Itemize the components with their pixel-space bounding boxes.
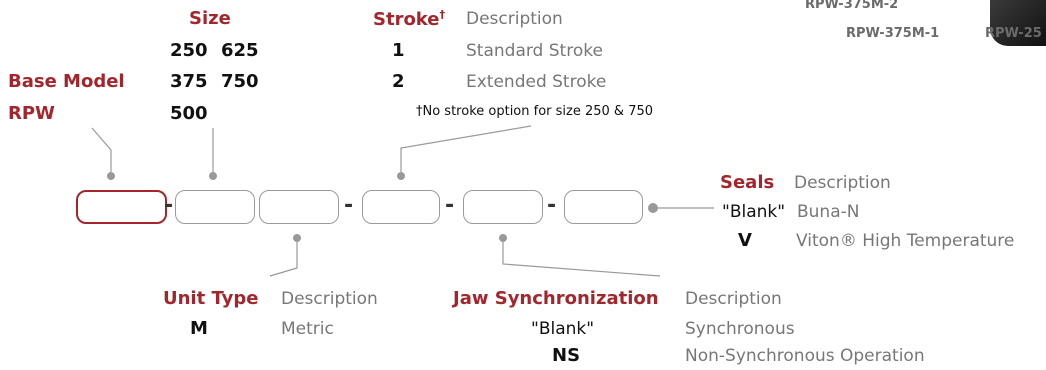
product-label-1: RPW-375M-2 <box>805 0 899 12</box>
jaw-sync-box <box>463 190 543 224</box>
separator: - <box>344 193 354 218</box>
unit-type-desc: Metric <box>281 319 334 339</box>
seals-desc: Buna-N <box>797 202 860 222</box>
seals-box <box>564 190 643 224</box>
separator: - <box>164 193 174 218</box>
size-box <box>175 190 255 224</box>
stroke-code: 2 <box>392 71 405 92</box>
jaw-sync-code: "Blank" <box>531 319 595 339</box>
size-title: Size <box>189 8 231 29</box>
stroke-desc: Standard Stroke <box>466 41 603 61</box>
jaw-sync-code: NS <box>552 345 581 366</box>
unit-type-title: Unit Type <box>163 288 259 309</box>
seals-desc: Viton® High Temperature <box>796 231 1015 251</box>
separator: - <box>547 193 557 218</box>
base-model-title: Base Model <box>8 71 125 92</box>
size-value: 500 <box>170 103 208 124</box>
unit-type-desc-header: Description <box>281 289 378 309</box>
stroke-footnote: †No stroke option for size 250 & 750 <box>416 104 654 119</box>
product-label-3: RPW-25 <box>985 26 1042 41</box>
stroke-dagger: † <box>439 8 446 21</box>
unit-type-box <box>259 190 339 224</box>
size-value: 375 <box>170 71 208 92</box>
size-value: 625 <box>221 40 259 61</box>
stroke-title: Stroke† <box>373 8 445 30</box>
stroke-desc: Extended Stroke <box>466 72 607 92</box>
jaw-sync-desc-header: Description <box>685 289 782 309</box>
separator: - <box>445 193 455 218</box>
stroke-box <box>362 190 440 224</box>
size-value: 750 <box>221 71 259 92</box>
base-model-box <box>76 190 167 224</box>
seals-desc-header: Description <box>794 173 891 193</box>
seals-title: Seals <box>720 172 775 193</box>
jaw-sync-desc: Synchronous <box>685 319 795 339</box>
unit-type-code: M <box>190 318 208 339</box>
size-value: 250 <box>170 40 208 61</box>
seals-code: V <box>738 230 752 251</box>
stroke-code: 1 <box>392 40 405 61</box>
jaw-sync-title: Jaw Synchronization <box>453 288 659 309</box>
stroke-title-text: Stroke <box>373 9 440 30</box>
base-model-value: RPW <box>8 103 55 124</box>
jaw-sync-desc: Non-Synchronous Operation <box>685 346 925 366</box>
product-photo <box>990 0 1046 46</box>
stroke-desc-header: Description <box>466 9 563 29</box>
seals-code: "Blank" <box>722 202 786 222</box>
product-label-2: RPW-375M-1 <box>846 26 940 41</box>
